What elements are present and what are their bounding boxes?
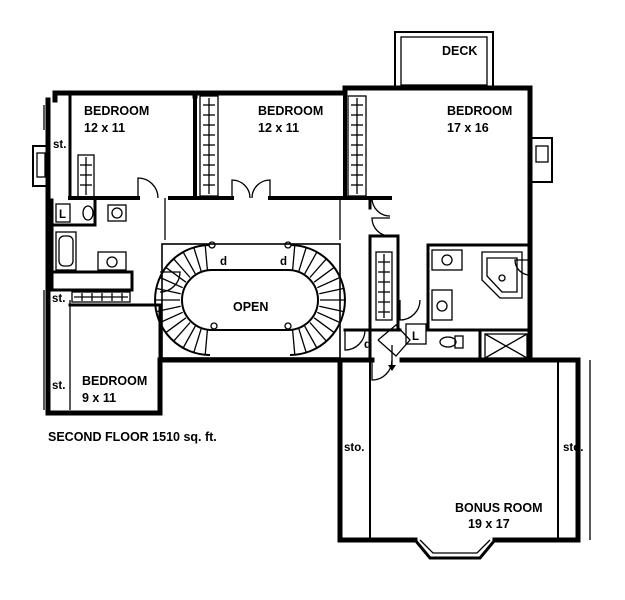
bay-window [412, 537, 498, 560]
stair-tread [317, 311, 341, 324]
stair-down-label-2: d [280, 256, 287, 268]
linen-label-1: L [59, 209, 66, 221]
stair-tread [159, 276, 183, 289]
bedroom-b-size: 12 x 11 [258, 121, 299, 135]
stair-tread [165, 266, 187, 283]
stair-tread [304, 325, 318, 349]
right-chimney [529, 137, 553, 183]
stair-tread [193, 247, 202, 272]
bedroom-d-size: 9 x 11 [82, 391, 116, 405]
stair-tread [309, 258, 327, 278]
stair-tread [156, 287, 181, 295]
stair-tread [182, 251, 196, 275]
stair-tread [156, 305, 181, 313]
stair-tread [159, 311, 183, 324]
bedroom-b-name: BEDROOM [258, 104, 323, 118]
stair-tread [298, 247, 307, 272]
interior-walls [46, 91, 559, 541]
storage-label-2: st. [52, 293, 65, 305]
stair-tread [204, 329, 209, 355]
bedroom-a-name: BEDROOM [84, 104, 149, 118]
exterior-walls [45, 85, 581, 543]
storage-label-1: st. [53, 139, 66, 151]
stair-tread [298, 328, 307, 353]
closets [71, 95, 393, 321]
bedroom-c-size: 17 x 16 [447, 121, 489, 135]
stair-tread [173, 322, 191, 342]
stair-tread [291, 329, 296, 355]
deck [394, 31, 494, 89]
linen-label-2: L [412, 331, 419, 343]
plan-title: SECOND FLOOR 1510 sq. ft. [48, 430, 217, 444]
stair-tread [204, 245, 209, 271]
doors [137, 177, 531, 381]
staircase [154, 241, 346, 359]
bonus-room-name: BONUS ROOM [455, 501, 543, 515]
bath-fixtures [55, 203, 528, 359]
stair-tread [309, 322, 327, 342]
stair-tread [193, 328, 202, 353]
stair-tread [313, 266, 335, 283]
bedroom-d-name: BEDROOM [82, 374, 147, 388]
sto-label-right: sto. [563, 442, 583, 454]
bedroom-a-size: 12 x 11 [84, 121, 125, 135]
stair-tread [291, 245, 296, 271]
sto-label-left: sto. [344, 442, 364, 454]
stair-tread [313, 317, 335, 334]
stair-down-label-3: d [364, 339, 371, 351]
storage-label-3: st. [52, 380, 65, 392]
small-stair [377, 324, 411, 371]
bedroom-c-name: BEDROOM [447, 104, 512, 118]
stair-tread [165, 317, 187, 334]
left-chimney [32, 105, 49, 410]
stair-down-label-1: d [220, 256, 227, 268]
stair-tread [182, 325, 196, 349]
deck-label: DECK [442, 44, 477, 58]
bonus-room-size: 19 x 17 [468, 517, 510, 531]
rail-details [69, 198, 591, 540]
stair-tread [317, 276, 341, 289]
open-label: OPEN [233, 300, 268, 314]
stair-tread [173, 258, 191, 278]
stair-tread [304, 251, 318, 275]
